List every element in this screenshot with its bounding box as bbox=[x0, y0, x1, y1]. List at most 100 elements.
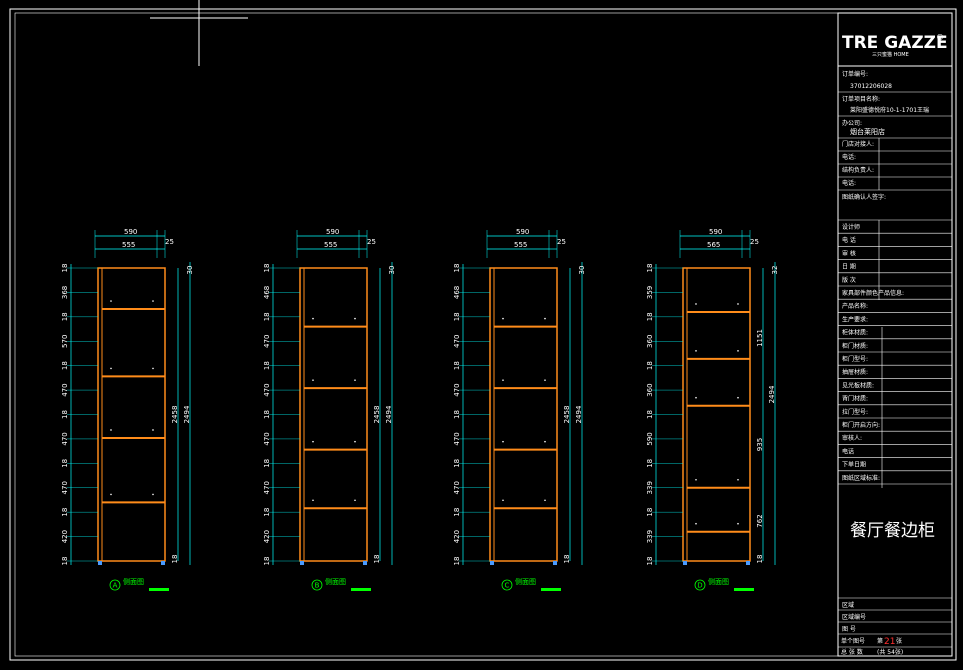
dim-label: 25 bbox=[165, 238, 174, 246]
dim-label: 18 bbox=[263, 459, 271, 468]
tb-row-label: 下单日期 bbox=[842, 461, 866, 469]
view-label: 侧面图 bbox=[515, 577, 536, 586]
dim-label: 2494 bbox=[575, 405, 583, 423]
shelf-pin bbox=[354, 379, 356, 381]
dim-label: 18 bbox=[263, 557, 271, 566]
view-marker-letter: A bbox=[113, 582, 118, 590]
project-name: 莱阳盛德悦府10-1-1701王瑞 bbox=[850, 106, 929, 114]
crosshair-cursor bbox=[150, 0, 248, 66]
dim-label: 18 bbox=[61, 264, 69, 273]
dim-label: 470 bbox=[61, 383, 69, 396]
dim-label: 18 bbox=[61, 410, 69, 419]
total-label: 总 张 数 bbox=[841, 648, 863, 656]
cabinet-foot bbox=[300, 561, 304, 565]
outer-frame bbox=[9, 8, 957, 661]
shelf-pin bbox=[737, 303, 739, 305]
dim-label: 590 bbox=[516, 228, 529, 236]
dim-label: 590 bbox=[124, 228, 137, 236]
shelf-pin bbox=[354, 440, 356, 443]
page-unit: 张 bbox=[896, 637, 902, 645]
tb-row-label: 生产要求: bbox=[842, 315, 868, 323]
dim-label: 18 bbox=[646, 557, 654, 566]
dim-label: 18 bbox=[646, 312, 654, 321]
shelf-pin bbox=[737, 396, 739, 399]
dim-label: 470 bbox=[263, 481, 271, 494]
dim-label: 30 bbox=[186, 266, 194, 275]
page-prefix: 第 bbox=[877, 637, 883, 645]
tb-row-label: 产品名称: bbox=[842, 302, 868, 310]
shelf-pin bbox=[312, 317, 314, 320]
shelf-pin bbox=[354, 499, 356, 502]
view-marker-letter: B bbox=[315, 582, 320, 590]
dim-label: 18 bbox=[263, 508, 271, 517]
shelf-pin bbox=[695, 522, 697, 525]
dim-label: 470 bbox=[263, 432, 271, 445]
dim-label: 339 bbox=[646, 481, 654, 494]
phone2-label: 电话: bbox=[842, 179, 856, 187]
dim-label: 2494 bbox=[183, 405, 191, 423]
tb-row-label: 审核人: bbox=[842, 434, 862, 442]
tb-row-label: 电 话 bbox=[842, 236, 856, 244]
logo-sub: 三只蜜猫 HOME bbox=[872, 51, 909, 58]
drawing-title: 餐厅餐边柜 bbox=[850, 521, 935, 541]
shelf-pin bbox=[312, 499, 314, 502]
dim-label: 18 bbox=[453, 264, 461, 273]
view-marker-letter: D bbox=[697, 582, 702, 590]
page-number: 21 bbox=[884, 637, 895, 647]
dim-label: 468 bbox=[263, 286, 271, 299]
dim-label: 18 bbox=[646, 508, 654, 517]
confirm-label: 图纸确认人签字: bbox=[842, 193, 886, 201]
dim-label: 470 bbox=[453, 481, 461, 494]
page-label: 单个图号 bbox=[841, 637, 865, 645]
dim-label: 2458 bbox=[563, 406, 571, 424]
dim-label: 25 bbox=[367, 238, 376, 246]
dim-label: 2458 bbox=[373, 406, 381, 424]
shelf-pin bbox=[502, 379, 504, 381]
dim-label: 555 bbox=[514, 241, 527, 249]
dim-label: 2458 bbox=[171, 406, 179, 424]
dim-label: 470 bbox=[453, 432, 461, 445]
dim-label: 470 bbox=[453, 383, 461, 396]
view-label: 侧面图 bbox=[325, 577, 346, 586]
dim-label: 18 bbox=[263, 361, 271, 370]
cabinet-foot bbox=[490, 561, 494, 565]
dim-label: 18 bbox=[61, 312, 69, 321]
inner-frame bbox=[14, 12, 953, 657]
view-marker-circle bbox=[501, 579, 513, 591]
dim-label: 18 bbox=[453, 312, 461, 321]
cabinet-foot bbox=[553, 561, 557, 565]
view-marker-circle bbox=[311, 579, 323, 591]
shelf-pin bbox=[110, 493, 112, 496]
tb-row-label: 版 次 bbox=[842, 276, 856, 284]
shelf-pin bbox=[110, 300, 112, 302]
tb-row-label: 柜门开启方向: bbox=[842, 421, 880, 429]
cabinet-outline bbox=[97, 267, 166, 562]
tb-row-label: 拉门型号: bbox=[842, 408, 868, 416]
tb-row-label: 柜门材质: bbox=[842, 342, 868, 350]
dim-label: 30 bbox=[578, 266, 586, 275]
shelf-pin bbox=[737, 522, 739, 525]
dim-label: 935 bbox=[756, 438, 764, 451]
shelf-pin bbox=[110, 429, 112, 431]
shelf-pin bbox=[502, 317, 504, 320]
cabinet-foot bbox=[746, 561, 750, 565]
dim-label: 360 bbox=[646, 335, 654, 348]
dim-label: 2494 bbox=[768, 385, 776, 403]
dim-label: 420 bbox=[61, 530, 69, 543]
tb-bottom-label: 区域 bbox=[842, 601, 854, 609]
tb-row-label: 家具部件颜色产品信息: bbox=[842, 289, 904, 297]
dim-label: 468 bbox=[453, 286, 461, 299]
view-label: 侧面图 bbox=[708, 577, 729, 586]
branch-name: 烟台莱阳店 bbox=[850, 127, 885, 136]
dim-label: 470 bbox=[263, 383, 271, 396]
shelf-pin bbox=[695, 303, 697, 305]
dim-label: 18 bbox=[263, 264, 271, 273]
shelf-pin bbox=[502, 440, 504, 443]
view-label-underline bbox=[149, 588, 169, 591]
shelf-pin bbox=[695, 478, 697, 481]
cabinet-foot bbox=[161, 561, 165, 565]
dim-label: 18 bbox=[563, 555, 571, 564]
title-block: TRE GAZZE 三只蜜猫 HOME ® 订单编号: 37012206028 … bbox=[837, 12, 953, 657]
